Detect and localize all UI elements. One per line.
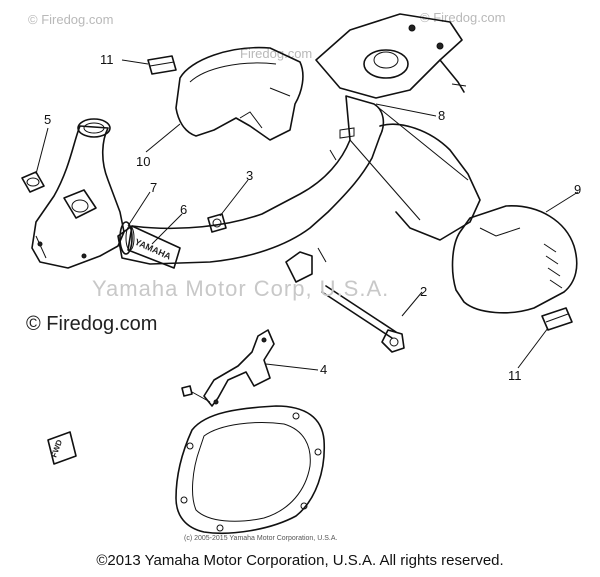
- callout-7: 7: [150, 180, 157, 195]
- callout-5: 5: [44, 112, 51, 127]
- small-bolt: [181, 385, 211, 403]
- watermark-top-left: © Firedog.com: [28, 12, 113, 27]
- end-heat-shield-part-9: [451, 205, 578, 314]
- muffler-hanger-bracket: [285, 247, 327, 283]
- gasket-part-5: [21, 171, 45, 193]
- leader-8: [375, 103, 437, 117]
- callout-11-top: 11: [100, 52, 114, 67]
- callout-9: 9: [574, 182, 581, 197]
- callout-4: 4: [320, 362, 327, 377]
- callout-3: 3: [246, 168, 253, 183]
- leader-10: [145, 123, 181, 153]
- heat-shield-part-10: [175, 46, 304, 141]
- crankcase-cover: [175, 405, 326, 535]
- callout-6: 6: [180, 202, 187, 217]
- muffler-label-text: YAMAHA: [133, 237, 173, 262]
- leader-11-bottom: [517, 327, 549, 369]
- watermark-left-brand: © Firedog.com: [26, 313, 157, 335]
- clip-part-11-bottom: [541, 307, 573, 331]
- leader-3: [219, 179, 249, 217]
- muffler-body: [117, 95, 481, 265]
- clip-part-11-top: [147, 55, 177, 75]
- callout-11-bottom: 11: [508, 368, 522, 383]
- callout-2: 2: [420, 284, 427, 299]
- leader-7: [127, 191, 151, 227]
- muffler-mount-bracket: [315, 13, 467, 99]
- callout-8: 8: [438, 108, 445, 123]
- fwd-badge-text: FWD: [49, 438, 64, 458]
- leader-5: [35, 127, 49, 175]
- leader-2: [401, 291, 423, 317]
- watermark-top-mid: Firedog.com: [240, 46, 312, 61]
- copyright-footer: ©2013 Yamaha Motor Corporation, U.S.A. A…: [96, 552, 504, 569]
- bolt-part-3: [207, 213, 227, 233]
- bracket-part-4: [203, 329, 275, 407]
- fwd-badge: FWD: [47, 431, 77, 465]
- long-bolt-part-2: [321, 285, 405, 353]
- leader-9: [545, 191, 579, 213]
- exhaust-pipe: [31, 118, 125, 269]
- diagram-small-copyright: (c) 2005-2015 Yamaha Motor Corporation, …: [184, 535, 337, 542]
- callout-10: 10: [136, 154, 150, 169]
- leader-4: [265, 363, 319, 371]
- watermark-top-right: © Firedog.com: [420, 10, 505, 25]
- watermark-center: Yamaha Motor Corp, U.S.A.: [92, 276, 389, 301]
- leader-11-top: [121, 59, 149, 65]
- leader-6: [151, 213, 183, 245]
